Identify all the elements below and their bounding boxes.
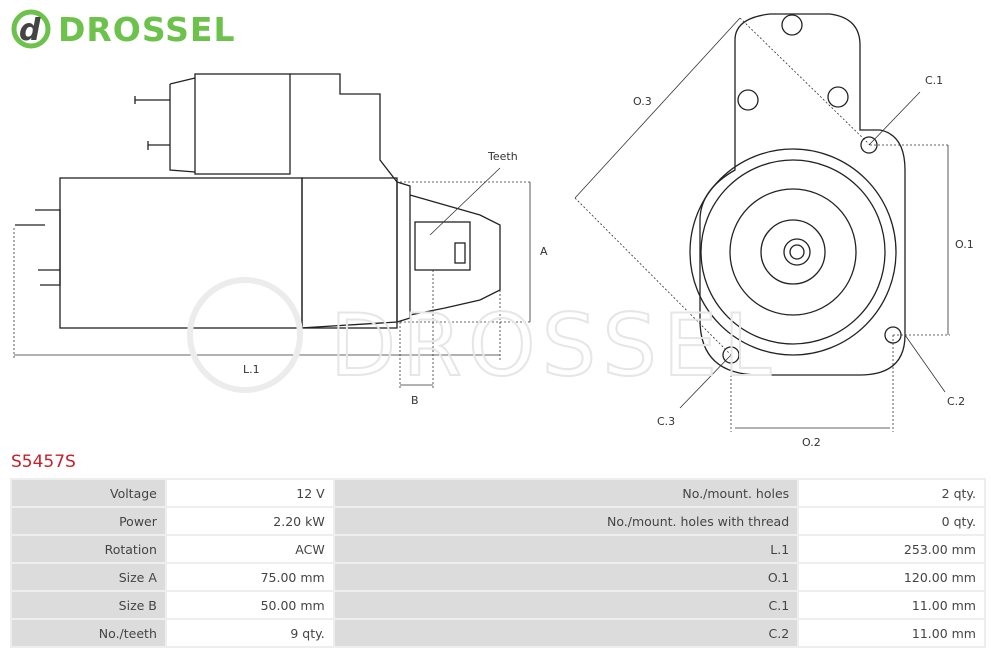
spec-label: Size B [12, 592, 165, 618]
spec-label: No./teeth [12, 620, 165, 646]
product-code: S5457S [11, 452, 76, 472]
svg-text:d: d [19, 13, 41, 48]
label-o3: O.3 [633, 95, 652, 108]
spec-value: 253.00 mm [799, 536, 984, 562]
spec-label: O.1 [334, 564, 798, 590]
watermark-text: DROSSEL [330, 296, 777, 396]
spec-value: 11.00 mm [799, 592, 984, 618]
label-c2: C.2 [947, 395, 965, 408]
spec-value: 0 qty. [799, 508, 984, 534]
spec-value: 11.00 mm [799, 620, 984, 646]
spec-value: 2.20 kW [166, 508, 333, 534]
label-c1: C.1 [925, 74, 943, 87]
label-o2: O.2 [802, 436, 821, 449]
spec-label: Power [12, 508, 165, 534]
spec-label: Voltage [12, 480, 165, 506]
label-o1: O.1 [955, 238, 974, 251]
label-a: A [540, 245, 548, 258]
logo-text: DROSSEL [58, 9, 236, 49]
label-l1: L.1 [243, 363, 260, 376]
label-b: B [411, 394, 419, 407]
label-c3: C.3 [657, 415, 675, 428]
spec-value: 120.00 mm [799, 564, 984, 590]
spec-label: No./mount. holes [334, 480, 798, 506]
spec-value: 9 qty. [166, 620, 333, 646]
drossel-logo: d DROSSEL [10, 6, 235, 52]
spec-value: ACW [166, 536, 333, 562]
spec-value: 50.00 mm [166, 592, 333, 618]
spec-label: C.2 [334, 620, 798, 646]
spec-value: 2 qty. [799, 480, 984, 506]
watermark-logo-icon [187, 277, 303, 393]
spec-label: No./mount. holes with thread [334, 508, 798, 534]
spec-label: Size A [12, 564, 165, 590]
spec-label: C.1 [334, 592, 798, 618]
logo-d-icon: d [11, 9, 51, 49]
label-teeth: Teeth [487, 150, 518, 163]
spec-value: 12 V [166, 480, 333, 506]
spec-label: Rotation [12, 536, 165, 562]
spec-value: 75.00 mm [166, 564, 333, 590]
starter-technical-drawing: DROSSEL Teeth A B L.1 O.3 C.1 O.1 C.2 O.… [13, 13, 974, 449]
spec-label: L.1 [334, 536, 798, 562]
